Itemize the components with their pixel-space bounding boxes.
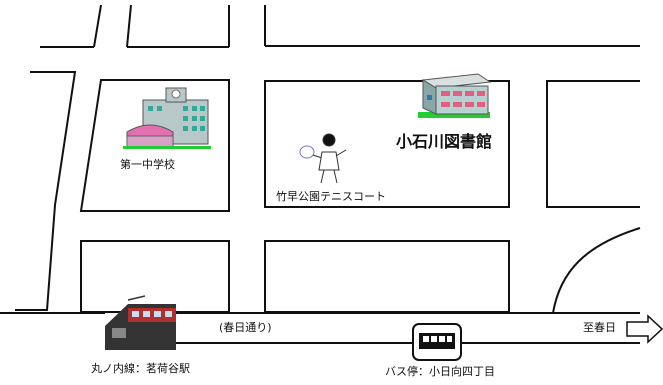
tennis-player-icon (299, 133, 347, 184)
road-edge (126, 4, 132, 48)
bus-icon (412, 323, 462, 361)
road-curve (552, 227, 641, 314)
train-icon (105, 295, 176, 350)
lower-block-1 (80, 240, 230, 313)
school-block (79, 79, 230, 212)
lower-block-2 (264, 240, 510, 313)
road-edge (546, 80, 640, 208)
street-label: (春日通り) (219, 321, 272, 334)
library-building-icon (418, 73, 492, 118)
right-arrow-icon (626, 314, 663, 344)
road-edge (15, 71, 77, 311)
school-label: 第一中学校 (120, 158, 175, 171)
library-label: 小石川図書館 (396, 132, 493, 151)
to-kasuga-label: 至春日 (583, 321, 616, 334)
library-block (264, 80, 510, 208)
road-edge (93, 4, 102, 48)
station-label: 丸ノ内線：茗荷谷駅 (91, 362, 190, 375)
tennis-court-label: 竹早公園テニスコート (276, 190, 386, 203)
bus-stop-label: バス停：小日向四丁目 (385, 365, 495, 378)
school-building-icon (123, 87, 211, 149)
